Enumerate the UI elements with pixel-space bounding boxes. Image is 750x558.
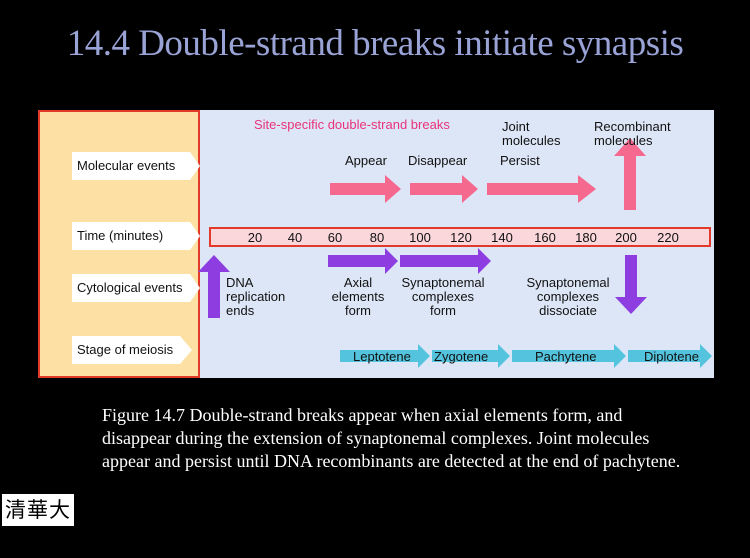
recombinant-molecules-header: Recombinant molecules (594, 119, 671, 148)
appear-arrow (330, 175, 401, 203)
molecular-events-label: Molecular events (77, 158, 176, 173)
ssdsb-header: Site-specific double-strand breaks (254, 117, 450, 132)
slide-title: 14.4 Double-strand breaks initiate synap… (66, 23, 684, 64)
cytological-events-arrow (72, 274, 200, 302)
university-logo: 清華大學 (2, 494, 74, 554)
time-tick: 100 (409, 230, 431, 245)
zygotene-arrow (432, 344, 510, 368)
syn-form-arrow (400, 248, 491, 274)
axial-arrow (328, 248, 398, 274)
stage-diplotene: Diplotene (644, 349, 699, 364)
diagram-arrows (72, 138, 712, 368)
stage-pachytene: Pachytene (535, 349, 597, 364)
stage-label: Stage of meiosis (77, 342, 174, 357)
syn-dissoc-arrow (615, 255, 647, 314)
time-tick: 200 (615, 230, 637, 245)
disappear-label: Disappear (408, 153, 468, 168)
stage-arrow (72, 336, 192, 364)
time-tick: 180 (575, 230, 597, 245)
time-bar (209, 227, 711, 247)
time-tick: 140 (491, 230, 513, 245)
molecular-events-arrow (72, 152, 200, 180)
joint-molecules-header: Joint molecules (502, 119, 561, 148)
dna-replication-arrow (198, 255, 230, 318)
axial-elements-label: Axial elements form (331, 275, 385, 318)
syn-form-label: Synaptonemal complexes form (401, 275, 485, 318)
time-label: Time (minutes) (77, 228, 164, 243)
appear-label: Appear (345, 153, 387, 168)
time-tick: 60 (327, 230, 343, 245)
time-tick: 20 (247, 230, 263, 245)
cytological-events-label: Cytological events (77, 280, 183, 295)
syn-dissociate-label: Synaptonemal complexes dissociate (526, 275, 610, 318)
recombinant-up-arrow (614, 138, 646, 210)
stage-leptotene: Leptotene (353, 349, 411, 364)
persist-arrow (487, 175, 596, 203)
time-tick: 220 (657, 230, 679, 245)
pachytene-arrow (512, 344, 626, 368)
disappear-arrow (410, 175, 478, 203)
stage-zygotene: Zygotene (434, 349, 489, 364)
time-arrow (72, 222, 200, 250)
leptotene-arrow (340, 344, 430, 368)
time-tick: 160 (534, 230, 556, 245)
dna-replication-label: DNA replication ends (226, 275, 286, 318)
figure-caption: Figure 14.7 Double-strand breaks appear … (102, 405, 681, 471)
time-tick: 40 (287, 230, 303, 245)
diplotene-arrow (628, 344, 712, 368)
persist-label: Persist (500, 153, 540, 168)
time-tick: 120 (450, 230, 472, 245)
time-tick: 80 (369, 230, 385, 245)
